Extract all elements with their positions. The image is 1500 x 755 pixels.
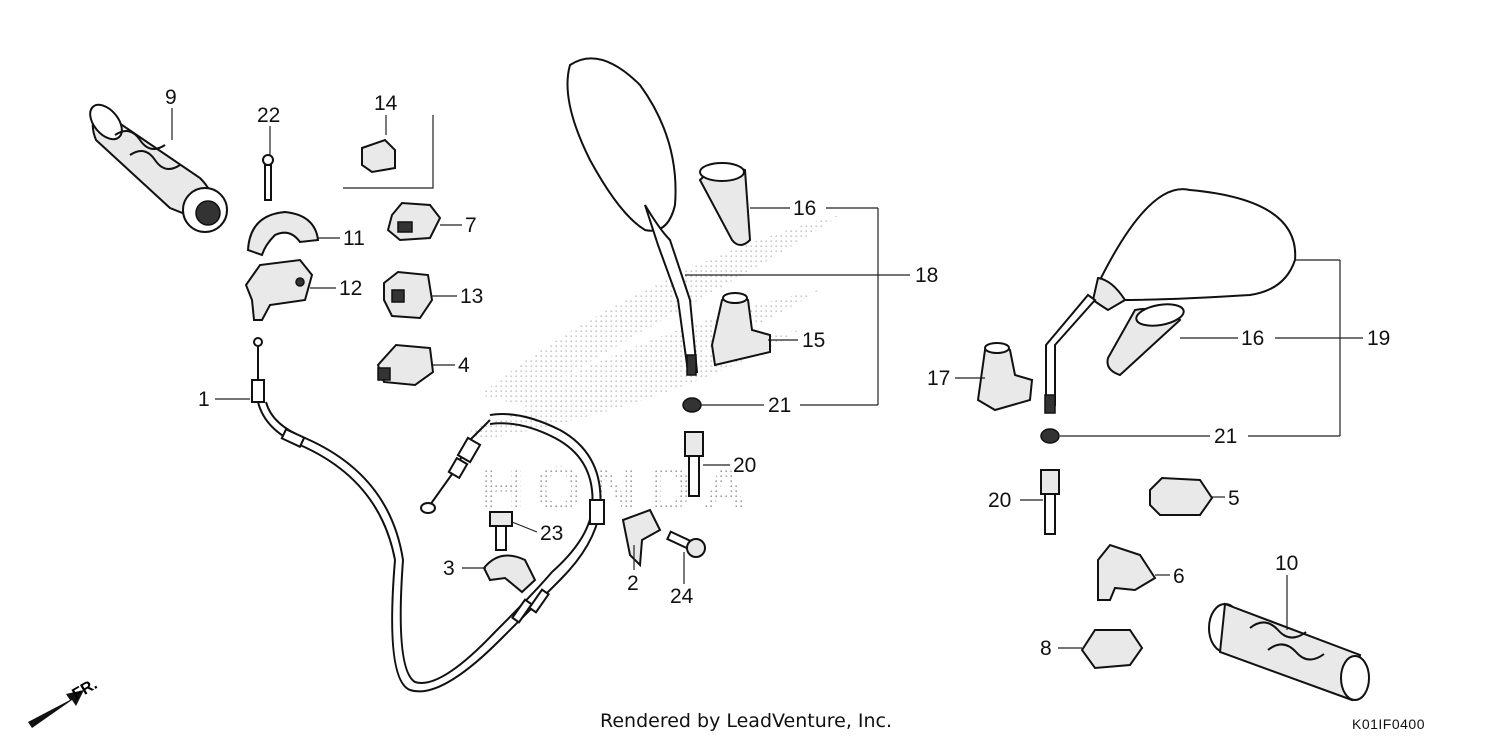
screw-22-part [262,154,274,201]
label-part-23: 23 [540,522,563,545]
grip-left-part [89,103,228,233]
front-direction-arrow-icon [28,690,84,728]
label-part-18: 18 [915,264,938,287]
switch-4-part [376,343,435,387]
nut-21-right-part [1040,428,1060,444]
label-part-6: 6 [1173,565,1185,588]
throttle-cable-part [251,337,605,693]
switch-5-part [1149,476,1214,516]
label-part-5: 5 [1228,487,1240,510]
bolt-23-part [489,511,513,551]
switch-8-part [1080,629,1144,670]
label-part-8: 8 [1040,637,1052,660]
label-part-1: 1 [198,388,210,411]
label-part-21-left: 21 [768,394,791,417]
label-part-9: 9 [165,86,177,109]
switch-housing-upper-part [246,210,320,257]
label-part-4: 4 [458,354,470,377]
switch-housing-lower-part [244,258,314,321]
label-part-21-right: 21 [1214,425,1237,448]
grip-right-part [1208,602,1370,702]
boot-16-right-part [1106,303,1185,377]
leader-lines [171,108,1363,649]
label-part-2: 2 [627,572,639,595]
label-part-15: 15 [802,329,825,352]
label-part-16-left: 16 [793,197,816,220]
label-part-16-right: 16 [1241,327,1264,350]
adapter-bolt-20-left-part [684,431,704,497]
mirror-left-part [566,57,699,376]
switch-13-part [383,270,434,320]
boot-17-part [976,342,1034,412]
label-part-12: 12 [339,277,362,300]
label-part-17: 17 [927,367,950,390]
label-part-14: 14 [374,92,398,115]
label-part-7: 7 [465,214,477,237]
bolt-24-part [666,530,706,558]
label-part-3: 3 [443,557,455,580]
label-part-20-left: 20 [733,454,756,477]
label-part-11: 11 [343,227,365,250]
boot-16-left-part [698,162,752,246]
nut-21-left-part [682,397,702,413]
label-part-22: 22 [257,104,280,127]
label-part-24: 24 [670,585,694,608]
switch-7-part [386,201,442,242]
render-credit: Rendered by LeadVenture, Inc. [600,710,893,732]
cap-14-part [343,115,434,189]
bracket-2-part [621,508,662,568]
label-part-10: 10 [1275,552,1298,575]
label-part-19: 19 [1367,327,1390,350]
diagram-code: K01IF0400 [1352,716,1425,732]
adapter-bolt-20-right-part [1040,469,1060,535]
label-part-20-right: 20 [988,489,1011,512]
switch-6-part [1097,543,1157,601]
label-part-13: 13 [460,285,483,308]
mirror-right-part [1044,188,1297,414]
watermark-text: HONDA [480,455,757,524]
clamp-3-part [482,554,537,594]
boot-15-part [710,292,771,367]
